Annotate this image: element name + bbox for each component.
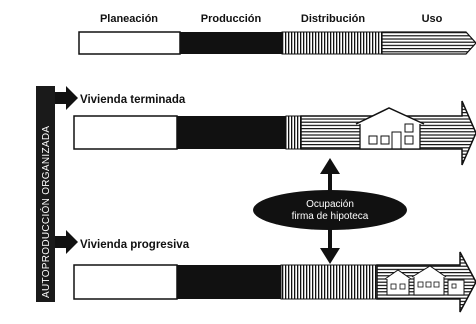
progressive-houses-icon [384, 265, 465, 296]
phase-label-use: Uso [422, 13, 443, 25]
progressive-planning [73, 264, 178, 300]
arrow-progressive-icon [55, 230, 78, 254]
event-line-1: Ocupación [306, 199, 354, 210]
side-bar: AUTOPRODUCCIÓN ORGANIZADA [36, 86, 55, 302]
segment-use [381, 31, 476, 55]
finished-distribution [285, 115, 302, 150]
phase-label-distribution: Distribución [301, 13, 365, 25]
row-label-progressive: Vivienda progresiva [80, 239, 190, 251]
segment-planning [78, 31, 181, 55]
arrow-down-icon [320, 248, 340, 264]
event-ellipse [253, 190, 407, 230]
finished-production [177, 116, 286, 149]
occupation-event: Ocupación firma de hipoteca [253, 158, 407, 264]
phase-label-production: Producción [201, 13, 262, 25]
arrow-finished-icon [55, 86, 78, 110]
finished-house-icon [355, 107, 425, 150]
phase-bar [78, 31, 476, 55]
side-bar-label: AUTOPRODUCCIÓN ORGANIZADA [39, 126, 52, 298]
side-bar-fill [36, 86, 55, 302]
arrow-up-icon [320, 158, 340, 174]
progressive-production [177, 265, 281, 299]
segment-distribution [281, 31, 383, 55]
row-label-finished: Vivienda terminada [80, 94, 186, 106]
finished-planning [73, 115, 178, 150]
segment-production [180, 32, 282, 54]
progressive-distribution [280, 264, 378, 300]
event-line-2: firma de hipoteca [292, 211, 369, 222]
phase-label-planning: Planeación [100, 13, 158, 25]
